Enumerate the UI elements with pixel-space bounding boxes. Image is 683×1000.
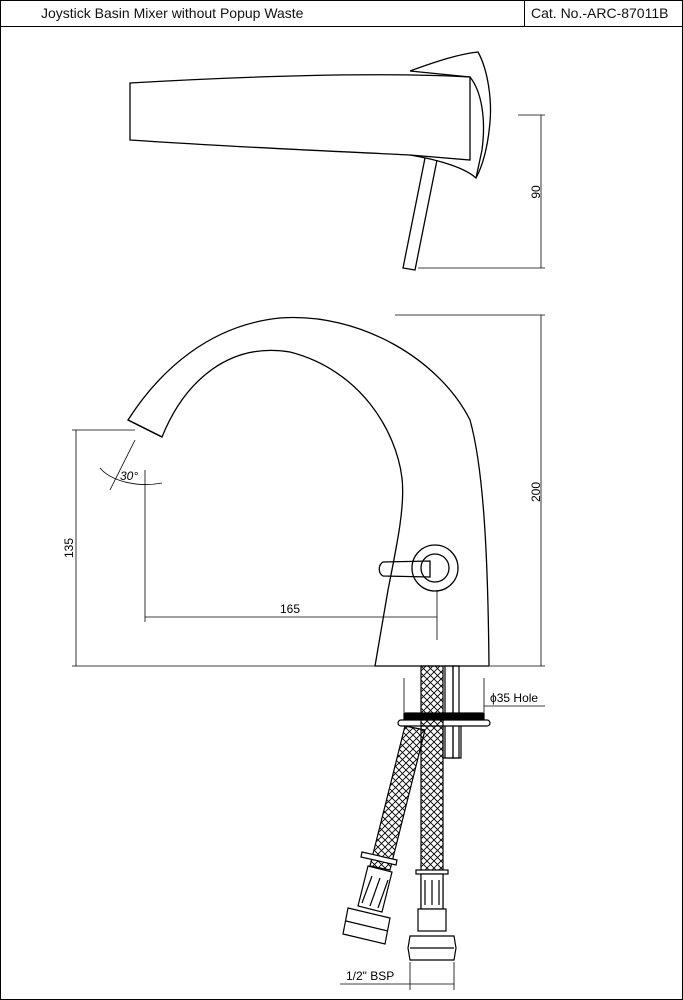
handle-outer-ring <box>411 544 459 592</box>
product-title: Joystick Basin Mixer without Popup Waste <box>1 1 525 26</box>
mounting-stud <box>442 665 462 759</box>
dim-spout-angle <box>99 439 163 491</box>
basin-washer <box>397 712 491 727</box>
dim-top-height <box>418 114 545 269</box>
top-view <box>129 51 492 271</box>
handle-inner-ring <box>420 553 450 583</box>
side-handle <box>378 544 459 592</box>
handle-lever <box>378 560 431 578</box>
dim-thread <box>340 962 455 990</box>
top-view-spout <box>129 74 471 161</box>
dim-label-165: 165 <box>280 602 300 616</box>
dim-label-30: 30° <box>120 469 138 483</box>
dim-spout-reach <box>144 470 438 640</box>
top-view-handle-cap <box>409 51 492 180</box>
dim-hole <box>403 678 545 712</box>
catalog-number: Cat. No.-ARC-87011B <box>531 5 669 21</box>
dim-label-135: 135 <box>62 538 76 558</box>
dim-label-bsp: 1/2" BSP <box>346 969 394 983</box>
dim-label-90: 90 <box>529 185 543 199</box>
top-view-lever <box>402 157 438 271</box>
title-block: Joystick Basin Mixer without Popup Waste… <box>1 1 682 27</box>
dim-total-height <box>395 314 545 667</box>
dim-label-hole: ϕ35 Hole <box>490 691 538 705</box>
hose-angled <box>342 725 426 945</box>
spout-body <box>127 316 490 667</box>
side-view <box>127 316 490 667</box>
dim-label-200: 200 <box>529 482 543 502</box>
dim-spout-height <box>72 429 375 667</box>
mounting-nut <box>442 723 462 759</box>
hose-straight <box>407 665 457 961</box>
